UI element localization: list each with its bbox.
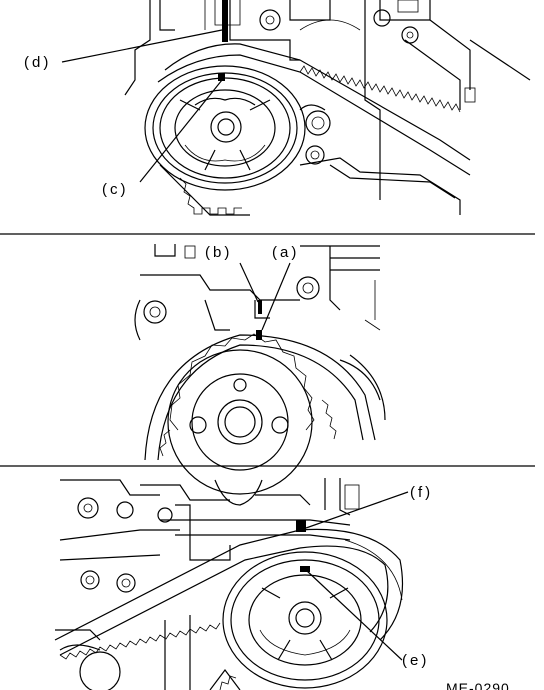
label-c: (c) bbox=[102, 79, 223, 198]
label-d: (d) bbox=[24, 29, 223, 71]
svg-text:(c): (c) bbox=[102, 181, 129, 198]
panel-middle bbox=[134, 244, 386, 495]
svg-text:(f): (f) bbox=[410, 484, 433, 501]
panel-top bbox=[124, 0, 531, 216]
label-e: (e) bbox=[305, 569, 429, 669]
svg-text:(e): (e) bbox=[402, 652, 429, 669]
label-a: (a) bbox=[261, 244, 299, 331]
figure-code: ME-0290 bbox=[446, 680, 510, 690]
label-f: (f) bbox=[305, 484, 433, 529]
svg-text:(b): (b) bbox=[205, 244, 232, 261]
panel-bottom bbox=[54, 478, 404, 690]
svg-text:(a): (a) bbox=[272, 244, 299, 261]
svg-text:(d): (d) bbox=[24, 54, 51, 71]
crank-sprocket-teeth bbox=[169, 333, 315, 431]
label-b: (b) bbox=[205, 244, 259, 303]
